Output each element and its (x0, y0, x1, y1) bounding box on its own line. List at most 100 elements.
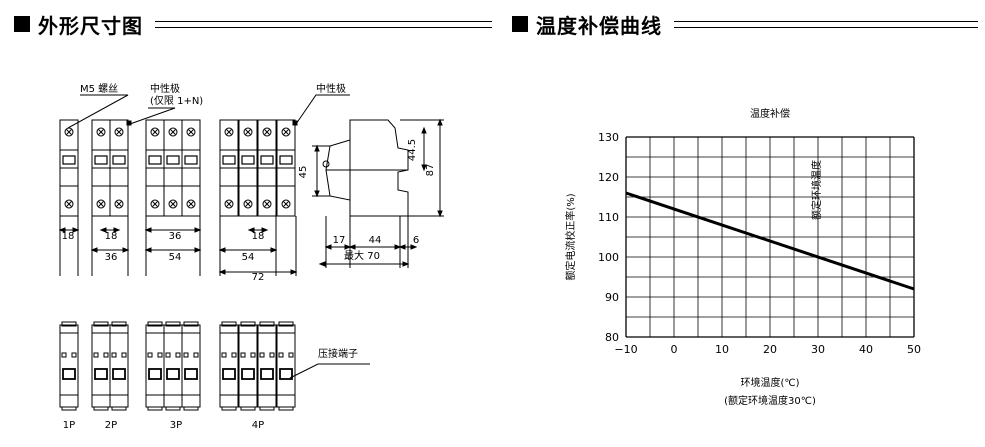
screw-cross (188, 201, 194, 207)
terminal-square (93, 352, 99, 358)
terminal-square (121, 352, 127, 358)
pole-top-cap (93, 321, 109, 327)
pole-bottom-cap (165, 406, 181, 411)
arrow-head (394, 244, 402, 250)
chart-grid (625, 136, 915, 338)
leader-terminal (289, 363, 370, 379)
terminal-square (183, 352, 189, 358)
chart-series (625, 191, 915, 291)
screw-cross (66, 201, 72, 207)
chart-title: 温度补偿 (750, 107, 790, 120)
y-tick-label: 130 (598, 131, 619, 144)
screw-cross (170, 201, 176, 207)
terminal-square (231, 352, 237, 358)
screw-cross (116, 129, 122, 135)
x-axis-label: 环境温度(℃) (740, 376, 799, 389)
arrow-head (318, 261, 326, 267)
toggle-handle (279, 155, 293, 165)
terminal-screw-icon (168, 127, 178, 137)
screw-cross (264, 129, 270, 135)
terminal-screw-icon (96, 199, 106, 209)
x-tick-label: 10 (715, 343, 729, 356)
depth-44: 44 (369, 235, 382, 246)
curve-title: 温度补偿曲线 (536, 13, 662, 38)
screw-cross (226, 129, 232, 135)
depth-17: 17 (333, 235, 346, 246)
dimensions-title: 外形尺寸图 (38, 13, 143, 38)
side-latch-icon (322, 160, 330, 168)
arrow-head (290, 269, 298, 275)
arrow-head (58, 227, 66, 233)
arrow-head (194, 247, 202, 253)
width-54-a: 54 (169, 252, 182, 263)
toggle-handle (241, 155, 255, 165)
arrow-head (72, 227, 80, 233)
arrow-head (344, 244, 352, 250)
terminal-screw-icon (114, 127, 124, 137)
side-view (322, 119, 409, 217)
width-18-c: 18 (252, 231, 265, 242)
arrow-head (247, 227, 255, 233)
width-18-b: 18 (105, 231, 118, 242)
terminal-screw-icon (281, 199, 291, 209)
screw-cross (116, 201, 122, 207)
label-neutral-pole-b: 中性极 (316, 82, 346, 95)
terminal-screw-icon (186, 127, 196, 137)
label-neutral-pole-a-note: (仅限 1+N) (150, 95, 203, 107)
arrow-head (99, 227, 107, 233)
arrow-head (398, 244, 406, 250)
pole-top-cap (259, 321, 275, 327)
pole-label-2p: 2P (105, 420, 117, 431)
arrow-head (437, 118, 443, 126)
width-54-b: 54 (242, 252, 255, 263)
terminal-screw-icon (243, 199, 253, 209)
bottom-views (59, 321, 370, 411)
terminal-screw-icon (150, 199, 160, 209)
pole-bottom-cap (278, 406, 294, 411)
leader-neutral-pole-a (129, 107, 176, 125)
terminal-screw-icon (114, 199, 124, 209)
terminal-square (288, 352, 294, 358)
header-double-rule (155, 20, 492, 28)
terminal-screw-icon (224, 199, 234, 209)
crimp-terminal (94, 368, 108, 380)
screw-cross (98, 201, 104, 207)
screw-cross (188, 129, 194, 135)
screw-cross (245, 129, 251, 135)
dimension-lines (58, 118, 444, 276)
arrow-head (348, 244, 356, 250)
arrow-head (410, 244, 418, 250)
pole-top-cap (111, 321, 127, 327)
arrow-head (324, 244, 332, 250)
x-tick-label: −10 (614, 343, 637, 356)
y-tick-label: 80 (605, 331, 619, 344)
square-bullet-icon (512, 16, 528, 32)
toggle-handle (62, 155, 76, 165)
terminal-square (250, 352, 256, 358)
pole-label-3p: 3P (170, 420, 182, 431)
width-72: 72 (252, 272, 265, 283)
arrow-head (270, 247, 278, 253)
toggle-handle (112, 155, 126, 165)
y-axis-label: 额定电流校正率(%) (564, 193, 577, 280)
arrow-head (122, 247, 130, 253)
toggle-handle (260, 155, 274, 165)
width-18-a: 18 (62, 231, 75, 242)
y-tick-label: 120 (598, 171, 619, 184)
pole-top-cap (165, 321, 181, 327)
arrow-head (113, 227, 121, 233)
square-bullet-icon (14, 16, 30, 32)
label-terminal: 压接端子 (318, 347, 358, 360)
height-87: 87 (425, 164, 436, 177)
terminal-screw-icon (243, 127, 253, 137)
width-36-a: 36 (169, 231, 182, 242)
curve-section-header: 温度补偿曲线 (512, 10, 978, 38)
terminal-square (157, 352, 163, 358)
x-tick-label: 0 (671, 343, 678, 356)
label-m5-screw: M5 螺丝 (80, 83, 118, 95)
depth-max-70: 最大 70 (344, 249, 380, 262)
pole-top-cap (278, 321, 294, 327)
